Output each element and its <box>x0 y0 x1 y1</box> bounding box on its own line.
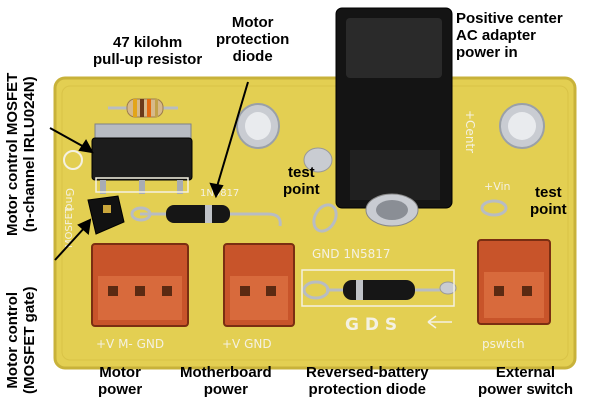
label-motor-diode: Motor protection diode <box>216 14 290 65</box>
external-switch-connector <box>477 239 551 325</box>
mosfet-component <box>91 123 193 194</box>
motherboard-power-connector <box>223 243 295 327</box>
silk-gnd-left: Gnd <box>63 188 76 210</box>
label-resistor: 47 kilohm pull-up resistor <box>93 34 203 68</box>
annotation-arrows <box>49 81 249 261</box>
motor-power-connector <box>91 243 189 327</box>
label-ext-switch: External power switch <box>478 364 574 398</box>
pullup-resistor <box>108 98 178 118</box>
gate-connector <box>87 195 125 235</box>
silk-diode1: 1N5817 <box>200 188 239 199</box>
silk-motor-pins: +V M- GND <box>96 337 164 351</box>
test-point-right-wire <box>480 199 508 217</box>
silk-centr: +Centr <box>463 110 477 153</box>
silk-mb-pins: +V GND <box>222 337 272 351</box>
label-gate: Motor control (MOSFET gate) <box>4 286 38 395</box>
label-ac-adapter: Positive center AC adapter power in <box>456 10 563 61</box>
label-test-point-right: test point <box>530 184 567 218</box>
silk-vin: +Vin <box>484 180 511 193</box>
motor-protection-diode <box>130 205 282 227</box>
test-point-left-wire <box>303 147 338 233</box>
silk-gds: G D S <box>345 315 397 335</box>
reverse-battery-diode <box>302 280 457 300</box>
label-motor-power: Motor power <box>98 364 143 398</box>
dc-jack <box>335 7 453 227</box>
silk-gnd-diode2: GND 1N5817 <box>312 247 390 261</box>
label-motherboard-power: Motherboard power <box>180 364 272 398</box>
label-reverse-battery: Reversed-battery protection diode <box>306 364 429 398</box>
label-test-point-left: test point <box>283 164 320 198</box>
silk-pswitch: pswtch <box>482 337 525 351</box>
silk-mosfet-left: MOSFET <box>64 206 75 248</box>
label-mosfet: Motor control MOSFET (n-channel IRLU024N… <box>4 72 38 236</box>
